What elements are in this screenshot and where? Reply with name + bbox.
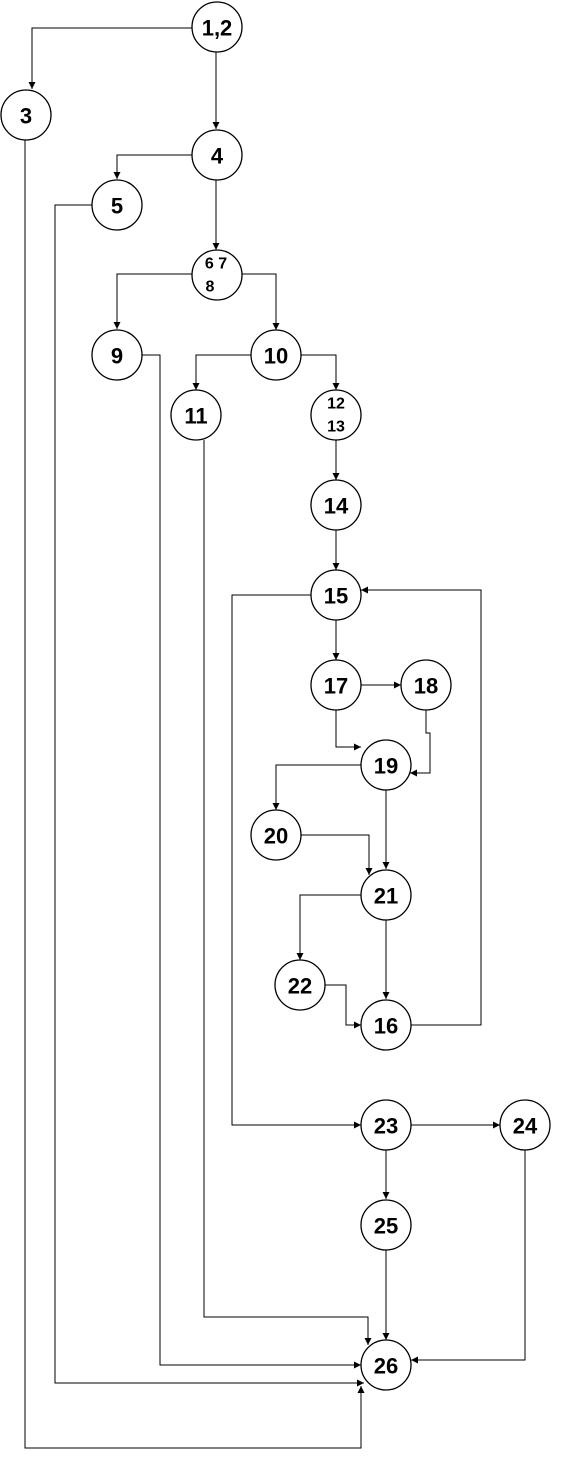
node-25: 25: [360, 1199, 412, 1251]
nodes: 1,2 3 4 5 6 7 8 9 10 11: [0, 1, 551, 1391]
node-1-2-label: 1,2: [202, 16, 233, 41]
edge-10-to-11: [192, 354, 251, 390]
edge-10-to-12-13: [301, 354, 340, 390]
node-3-label: 3: [20, 104, 32, 129]
edge-11-to-26: [203, 440, 372, 1345]
node-25-label: 25: [374, 1214, 398, 1239]
node-26-label: 26: [374, 1354, 398, 1379]
node-4-label: 4: [211, 144, 224, 169]
node-16: 16: [360, 999, 412, 1051]
node-23-label: 23: [374, 1114, 398, 1139]
node-9-label: 9: [111, 344, 123, 369]
node-12-13-label-line1: 12: [327, 396, 345, 413]
edge-21-to-22: [296, 894, 361, 960]
node-23: 23: [360, 1099, 412, 1151]
node-5: 5: [91, 179, 143, 231]
node-18-label: 18: [414, 674, 438, 699]
edges: [24, 27, 526, 1449]
node-6-7-8: 6 7 8: [191, 249, 243, 301]
node-10-label: 10: [264, 344, 288, 369]
edge-3-to-26: [24, 140, 365, 1449]
node-19: 19: [360, 739, 412, 791]
node-20-label: 20: [264, 824, 288, 849]
node-10: 10: [250, 329, 302, 381]
node-9: 9: [91, 329, 143, 381]
node-11-label: 11: [184, 404, 207, 429]
edge-17-to-19: [335, 710, 361, 751]
edge-16-to-15: [361, 586, 482, 1026]
edge-19-to-20: [272, 764, 361, 810]
node-3: 3: [0, 89, 52, 141]
node-22: 22: [274, 959, 326, 1011]
edge-20-to-21: [301, 834, 373, 875]
node-6-7-8-label-line2: 8: [206, 279, 215, 296]
node-19-label: 19: [374, 754, 398, 779]
node-15: 15: [310, 569, 362, 621]
edge-18-to-19: [410, 710, 431, 777]
edge-9-to-26: [140, 354, 361, 1369]
node-11: 11: [170, 389, 222, 441]
node-20: 20: [250, 809, 302, 861]
node-14: 14: [310, 479, 362, 531]
edge-4-to-5: [113, 154, 192, 179]
node-4: 4: [191, 129, 243, 181]
edge-6-7-8-to-9: [113, 273, 192, 329]
node-18: 18: [400, 659, 452, 711]
node-26: 26: [360, 1339, 412, 1391]
edge-24-to-26: [411, 1150, 526, 1364]
node-21: 21: [360, 869, 412, 921]
node-22-label: 22: [288, 974, 312, 999]
node-12-13-label-line2: 13: [327, 419, 345, 436]
edge-22-to-16: [325, 984, 361, 1029]
node-21-label: 21: [374, 884, 398, 909]
node-24: 24: [499, 1099, 551, 1151]
node-17-label: 17: [324, 674, 348, 699]
node-15-label: 15: [324, 584, 348, 609]
node-17: 17: [310, 659, 362, 711]
edge-1-2-to-3: [28, 27, 192, 89]
edge-6-7-8-to-10: [240, 273, 280, 330]
edge-15-to-23: [231, 594, 361, 1129]
node-5-label: 5: [111, 194, 123, 219]
node-12-13: 12 13: [310, 389, 362, 441]
node-24-label: 24: [513, 1114, 538, 1139]
node-16-label: 16: [374, 1014, 398, 1039]
node-1-2: 1,2: [191, 1, 243, 53]
node-14-label: 14: [324, 494, 349, 519]
node-6-7-8-label-line1: 6 7: [205, 256, 227, 273]
edge-5-to-26: [54, 204, 364, 1387]
